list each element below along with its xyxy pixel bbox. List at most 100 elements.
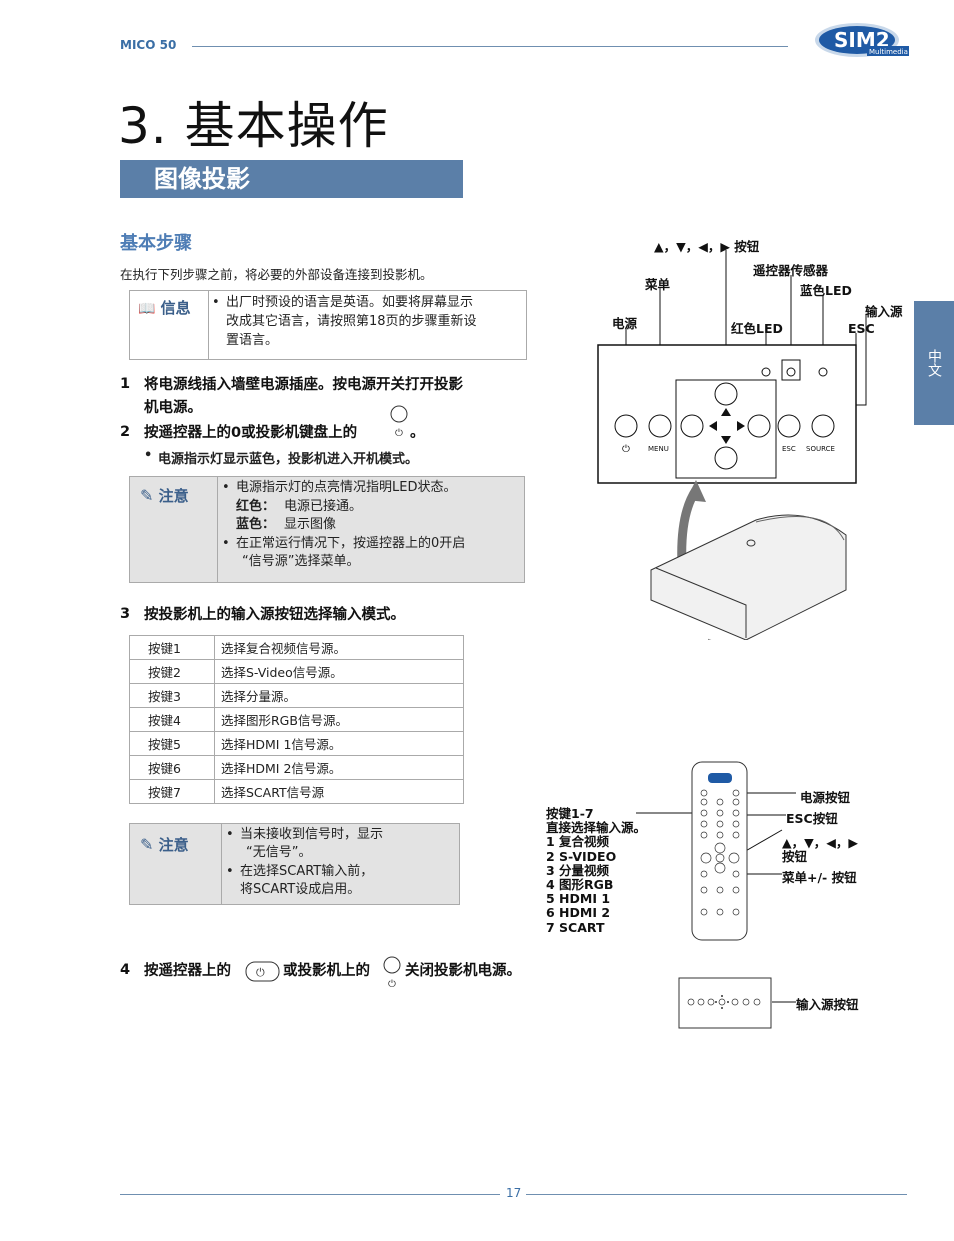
desc-cell: 选择S-Video信号源。 (214, 659, 464, 684)
note-label: 注意 (158, 487, 189, 505)
note-line: “无信号”。 (246, 845, 312, 860)
info-line: 改成其它语言，请按照第18页的步骤重新设 (226, 314, 477, 329)
label-power-btn: 电源按钮 (800, 790, 851, 805)
remote-control-diagram (636, 761, 796, 1029)
note-label: 注意 (158, 836, 189, 854)
note-label-wrap: ✎ 注意 (140, 834, 189, 855)
step3-text: 按投影机上的输入源按钮选择输入模式。 (144, 607, 405, 623)
step1-line1: 将电源线插入墙壁电源插座。按电源开关打开投影 (144, 377, 463, 393)
key-cell: 按键2 (129, 659, 215, 684)
section-banner: 图像投影 (120, 160, 463, 198)
key-cell: 按键3 (129, 683, 215, 708)
subsection-title: 基本步骤 (120, 233, 192, 254)
label-menu-btn: 菜单+/- 按钮 (782, 870, 857, 885)
footer-rule (120, 1194, 500, 1195)
step-number: 3 (120, 606, 131, 622)
page-number: 17 (506, 1186, 522, 1200)
bullet-icon: • (144, 448, 153, 463)
logo-sub: Multimedia (869, 48, 908, 56)
desc-cell: 选择HDMI 2信号源。 (214, 755, 464, 780)
step4-c: 关闭投影机电源。 (405, 963, 521, 979)
led-red-key: 红色： (236, 499, 276, 514)
info-label: 信息 (160, 299, 191, 317)
desc-cell: 选择HDMI 1信号源。 (214, 731, 464, 756)
svg-text:ESC: ESC (782, 445, 796, 453)
note-box: ✎ 注意 • 当未接收到信号时，显示 “无信号”。 • 在选择SCART输入前，… (129, 823, 460, 905)
label-red-led: 红色LED (731, 321, 783, 336)
info-box: 📖 信息 • 出厂时预设的语言是英语。如要将屏幕显示 改成其它语言，请按照第18… (129, 290, 527, 360)
book-icon: 📖 (138, 301, 156, 317)
control-panel-diagram: ⏻ MENU ESC SOURCE (597, 250, 867, 640)
step2-end: 。 (410, 425, 425, 441)
svg-text:⏻: ⏻ (388, 979, 396, 990)
step1-line2: 机电源。 (144, 400, 202, 416)
svg-text:MENU: MENU (648, 445, 669, 453)
note-line: 在正常运行情况下，按遥控器上的0开启 (236, 536, 466, 551)
footer-rule (526, 1194, 907, 1195)
label-blue-led: 蓝色LED (800, 283, 852, 298)
info-line: 置语言。 (226, 333, 279, 348)
step-number: 4 (120, 962, 131, 978)
svg-text:SOURCE: SOURCE (806, 445, 835, 453)
desc-cell: 选择图形RGB信号源。 (214, 707, 464, 732)
label-esc: ESC (848, 321, 875, 336)
remote-power-icon: ⏻ (245, 961, 280, 982)
desc-cell: 选择复合视频信号源。 (214, 635, 464, 660)
note-line: 当未接收到信号时，显示 (240, 827, 384, 842)
label-menu: 菜单 (645, 277, 671, 292)
language-tab[interactable]: 中文 (914, 301, 954, 425)
step2-text: 按遥控器上的0或投影机键盘上的 (144, 425, 358, 441)
step4-b: 或投影机上的 (283, 963, 370, 979)
step-number: 2 (120, 424, 131, 440)
desc-cell: 选择SCART信号源 (214, 779, 464, 804)
sim2-logo: SIM2 Multimedia (815, 23, 909, 57)
note-line: 电源指示灯的点亮情况指明LED状态。 (236, 480, 457, 495)
bullet-icon: • (222, 536, 230, 551)
step2-sub: 电源指示灯显示蓝色，投影机进入开机模式。 (158, 452, 419, 467)
label-power: 电源 (612, 316, 638, 331)
bullet-icon: • (226, 827, 234, 842)
power-button-icon: ⏻ (383, 956, 401, 990)
header-rule (192, 46, 788, 47)
info-line: 出厂时预设的语言是英语。如要将屏幕显示 (226, 295, 474, 310)
power-button-icon: ⏻ (390, 405, 408, 439)
step4-a: 按遥控器上的 (144, 963, 231, 979)
label-arrows-btn: ▲，▼，◀，▶ 按钮 (654, 239, 760, 254)
led-red-value: 电源已接通。 (284, 499, 363, 514)
label-input-btn: 输入源按钮 (796, 997, 859, 1012)
bullet-icon: • (226, 864, 234, 879)
label-arrows-btn2: 按钮 (782, 849, 808, 864)
label-esc-btn: ESC按钮 (786, 811, 838, 826)
bullet-icon: • (222, 480, 230, 495)
note-box: ✎ 注意 • 电源指示灯的点亮情况指明LED状态。 红色： 电源已接通。 蓝色：… (129, 476, 525, 583)
note-line: “信号源”选择菜单。 (242, 554, 360, 569)
key-cell: 按键7 (129, 779, 215, 804)
bullet-icon: • (212, 295, 220, 310)
note-label-wrap: ✎ 注意 (140, 485, 189, 506)
led-blue-key: 蓝色： (236, 517, 276, 532)
key-cell: 按键5 (129, 731, 215, 756)
key-cell: 按键1 (129, 635, 215, 660)
label-input: 输入源 (865, 304, 903, 319)
label-arrows: ▲，▼，◀，▶ (782, 835, 858, 850)
note-line: 将SCART设成启用。 (240, 882, 361, 897)
header-model: MICO 50 (120, 38, 177, 52)
pencil-icon: ✎ (140, 486, 154, 505)
key-cell: 按键6 (129, 755, 215, 780)
note-line: 在选择SCART输入前， (240, 864, 374, 879)
svg-text:⏻: ⏻ (622, 444, 630, 455)
step-number: 1 (120, 376, 131, 392)
intro-text: 在执行下列步骤之前，将必要的外部设备连接到投影机。 (120, 267, 433, 282)
remote-left-labels: 按键1-7 直接选择输入源。 1 复合视频 2 S-VIDEO 3 分量视频 4… (546, 806, 647, 935)
svg-text:⏻: ⏻ (256, 966, 265, 979)
chapter-title: 3. 基本操作 (118, 97, 389, 155)
label-ir-sensor: 遥控器传感器 (753, 263, 829, 278)
